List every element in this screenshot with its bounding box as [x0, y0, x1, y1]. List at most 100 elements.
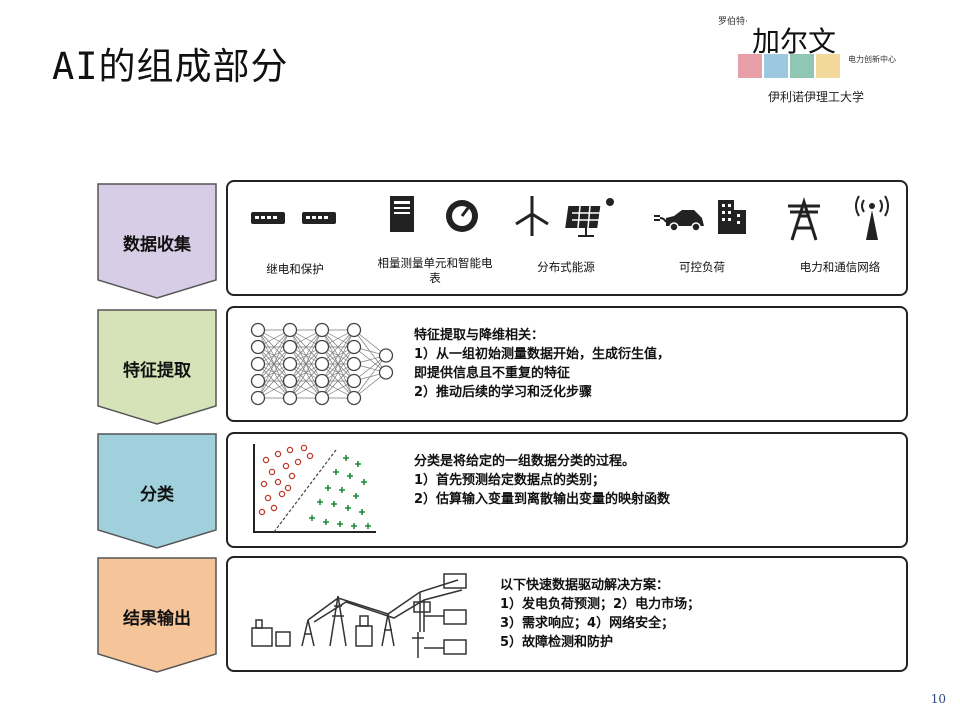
item-label: 继电和保护 — [266, 262, 324, 276]
scatter-point-plus — [365, 523, 371, 529]
scatter-point-circle — [270, 504, 278, 512]
result-output-description: 以下快速数据驱动解决方案： 1）发电负荷预测；2）电力市场； 3）需求响应；4）… — [500, 576, 700, 652]
desc-line: 5）故障检测和防护 — [500, 635, 614, 650]
scatter-point-plus — [309, 515, 315, 521]
scatter-point-circle — [258, 508, 266, 516]
scatter-point-plus — [361, 479, 367, 485]
desc-line: 2）推动后续的学习和泛化步骤 — [414, 385, 593, 400]
nn-node — [250, 390, 266, 406]
nn-node — [378, 348, 394, 363]
nn-node — [250, 373, 266, 389]
arrow-label: 数据收集 — [123, 235, 191, 255]
feature-extraction-panel: 特征提取与降维相关： 1）从一组初始测量数据开始，生成衍生值， 即提供信息且不重… — [226, 306, 908, 422]
nn-node — [282, 356, 298, 372]
scatter-point-plus — [331, 501, 337, 507]
item-label: 分布式能源 — [537, 260, 595, 274]
scatter-point-plus — [355, 461, 361, 467]
logo-main-text: 加尔文 — [752, 25, 837, 58]
desc-line: 1）发电负荷预测；2）电力市场； — [500, 597, 701, 612]
scatter-point-circle — [306, 452, 314, 460]
arrow-label: 特征提取 — [123, 361, 191, 381]
scatter-point-circle — [282, 462, 290, 470]
item-label: 相量测量单元和智能电表 — [377, 256, 493, 285]
scatter-point-circle — [286, 446, 294, 454]
nn-node — [250, 356, 266, 372]
arrow-result-output: 结果输出 — [96, 556, 218, 674]
relay-icon — [251, 212, 336, 224]
nn-node — [314, 390, 330, 406]
arrow-feature-extraction: 特征提取 — [96, 308, 218, 426]
logo-university: 伊利诺伊理工大学 — [768, 90, 865, 104]
scatter-point-plus — [351, 523, 357, 529]
arrow-label: 分类 — [140, 485, 174, 505]
nn-node — [378, 365, 394, 380]
nn-node — [346, 390, 362, 406]
logo-sub-text: 电力创新中心 — [848, 55, 896, 64]
classification-panel: 分类是将给定的一组数据分类的过程。 1）首先预测给定数据点的类别； 2）估算输入… — [226, 432, 908, 548]
logo-tile — [764, 54, 788, 78]
nn-node — [314, 339, 330, 355]
ev-building-icon — [654, 200, 746, 234]
desc-line: 即提供信息且不重复的特征 — [414, 366, 571, 381]
item-label: 可控负荷 — [679, 260, 725, 274]
scatter-point-plus — [343, 455, 349, 461]
nn-node — [346, 322, 362, 338]
result-output-panel: 以下快速数据驱动解决方案： 1）发电负荷预测；2）电力市场； 3）需求响应；4）… — [226, 556, 908, 672]
desc-line: 特征提取与降维相关： — [414, 328, 545, 343]
scatter-point-circle — [300, 444, 308, 452]
logo-tile — [790, 54, 814, 78]
feature-extraction-description: 特征提取与降维相关： 1）从一组初始测量数据开始，生成衍生值， 即提供信息且不重… — [414, 326, 670, 402]
scatter-point-circle — [274, 478, 282, 486]
scatter-point-plus — [317, 499, 323, 505]
nn-node — [250, 322, 266, 338]
scatter-point-circle — [284, 484, 292, 492]
desc-line: 1）从一组初始测量数据开始，生成衍生值， — [414, 347, 671, 362]
scatter-point-circle — [278, 490, 286, 498]
neural-network-icon — [250, 322, 394, 406]
nn-node — [282, 322, 298, 338]
wind-solar-icon — [515, 196, 614, 237]
scatter-point-circle — [268, 468, 276, 476]
tower-antenna-icon — [788, 195, 889, 241]
scatter-point-plus — [325, 485, 331, 491]
classification-description: 分类是将给定的一组数据分类的过程。 1）首先预测给定数据点的类别； 2）估算输入… — [414, 452, 670, 509]
scatter-point-plus — [359, 509, 365, 515]
logo-tile — [738, 54, 762, 78]
desc-line: 1）首先预测给定数据点的类别； — [414, 473, 606, 488]
nn-node — [346, 373, 362, 389]
scatter-point-circle — [294, 458, 302, 466]
arrow-classification: 分类 — [96, 432, 218, 550]
scatter-point-plus — [337, 521, 343, 527]
nn-node — [346, 356, 362, 372]
scatter-point-circle — [262, 456, 270, 464]
nn-node — [346, 339, 362, 355]
scatter-point-circle — [264, 494, 272, 502]
nn-node — [282, 339, 298, 355]
nn-node — [314, 356, 330, 372]
item-label: 电力和通信网络 — [799, 260, 881, 274]
desc-line: 分类是将给定的一组数据分类的过程。 — [414, 454, 636, 469]
arrow-label: 结果输出 — [123, 609, 191, 629]
scatter-point-circle — [274, 450, 282, 458]
scatter-point-plus — [323, 519, 329, 525]
arrow-data-collection: 数据收集 — [96, 182, 218, 300]
scatter-point-circle — [288, 472, 296, 480]
page-number: 10 — [930, 692, 946, 706]
page-title: AI的组成部分 — [52, 45, 289, 88]
scatter-point-circle — [260, 480, 268, 488]
desc-line: 3）需求响应；4）网络安全； — [500, 616, 675, 631]
nn-node — [314, 322, 330, 338]
scatter-point-plus — [333, 469, 339, 475]
scatter-point-plus — [353, 493, 359, 499]
data-collection-panel: 继电和保护 相量测量单元和智能电表 分布式能源 可控负荷 电力和通信网络 — [226, 180, 908, 296]
desc-line: 2）估算输入变量到离散输出变量的映射函数 — [414, 492, 671, 507]
pmu-meter-icon — [390, 196, 478, 232]
nn-node — [282, 373, 298, 389]
classification-scatter-icon — [253, 444, 376, 533]
nn-node — [282, 390, 298, 406]
scatter-point-plus — [339, 487, 345, 493]
scatter-point-plus — [347, 473, 353, 479]
nn-node — [250, 339, 266, 355]
scatter-point-plus — [345, 505, 351, 511]
logo-small-text: 罗伯特· — [718, 17, 748, 27]
